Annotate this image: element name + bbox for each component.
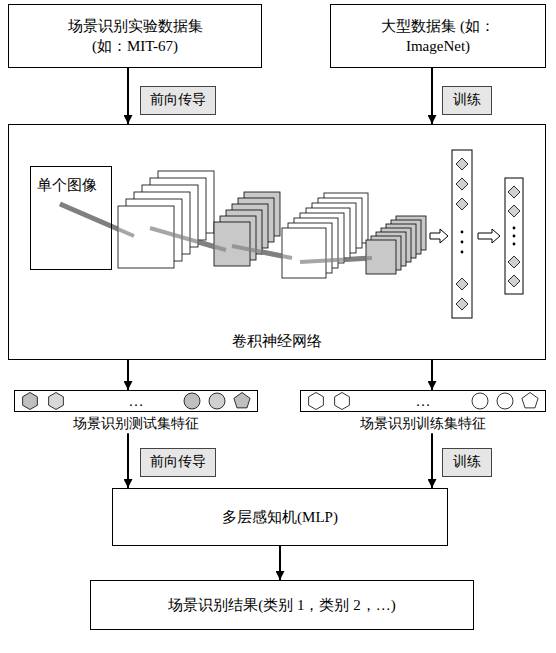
arrow-connector xyxy=(431,360,433,390)
image-box: 单个图像 xyxy=(30,166,112,270)
text-group: 大型数据集 (如：ImageNet) xyxy=(377,16,499,57)
arrow-connector xyxy=(431,433,433,488)
feature-map xyxy=(118,206,174,268)
text-group: 前向传导 xyxy=(150,91,206,110)
vector-dot xyxy=(461,241,464,244)
flow-stroke xyxy=(300,258,372,262)
process-box: 多层感知机(MLP) xyxy=(112,488,448,546)
vector-unit xyxy=(456,198,468,210)
vector-dot xyxy=(513,235,516,238)
text-group: 卷积神经网络 xyxy=(232,331,322,351)
hollow-arrow xyxy=(478,229,500,243)
feature-map-stack xyxy=(366,216,426,274)
network-box: 卷积神经网络 单个图像 xyxy=(8,124,546,360)
feature-map-stack xyxy=(118,171,214,268)
feature-unit xyxy=(472,393,488,409)
vector-unit xyxy=(508,186,520,198)
process-box: 大型数据集 (如：ImageNet) xyxy=(330,4,546,68)
step-tag: 训练 xyxy=(442,448,492,477)
vector-unit xyxy=(456,158,468,170)
feature-unit xyxy=(335,393,350,410)
step-tag: 训练 xyxy=(442,86,492,115)
vector-dot xyxy=(513,243,516,246)
feature-unit xyxy=(234,393,250,408)
process-box: 场景识别实验数据集 (如：MIT-67) xyxy=(8,4,262,68)
node-text: 大型数据集 (如：ImageNet) xyxy=(377,16,499,57)
feature-bar: … 场景识别测试集特征 xyxy=(14,390,258,433)
arrow-connector xyxy=(127,68,129,124)
text-group: 多层感知机(MLP) xyxy=(222,507,338,527)
feature-unit xyxy=(522,393,538,408)
feature-unit xyxy=(209,393,225,409)
vector-unit xyxy=(456,298,468,310)
feature-map xyxy=(282,228,326,278)
vector-dot xyxy=(461,251,464,254)
process-box: 场景识别结果(类别 1，类别 2，…) xyxy=(90,580,474,630)
feature-bar: … 场景识别训练集特征 xyxy=(300,390,546,433)
feature-strip: … xyxy=(300,390,546,412)
feature-unit xyxy=(497,393,513,409)
feature-unit xyxy=(49,393,64,410)
arrow-connector xyxy=(279,546,281,580)
node-text: 单个图像 xyxy=(37,175,97,195)
feature-label: 场景识别训练集特征 xyxy=(360,415,486,433)
feature-unit xyxy=(309,393,324,410)
flow-stroke xyxy=(60,204,134,236)
text-group: 场景识别结果(类别 1，类别 2，…) xyxy=(168,595,396,615)
vector-column xyxy=(505,178,523,294)
arrow-connector xyxy=(127,360,129,390)
feature-unit xyxy=(184,393,200,409)
hollow-arrow xyxy=(430,229,448,243)
node-text: 训练 xyxy=(453,453,481,472)
vector-unit xyxy=(508,205,520,217)
node-text: 场景识别结果(类别 1，类别 2，…) xyxy=(168,595,396,615)
vector-frame xyxy=(452,150,472,318)
arrow-connector xyxy=(431,68,433,124)
vector-unit xyxy=(456,178,468,190)
node-text: 前向传导 xyxy=(150,453,206,472)
arrow-connector xyxy=(127,433,129,488)
node-text: 卷积神经网络 xyxy=(232,331,322,351)
feature-unit xyxy=(23,393,38,410)
ellipsis: … xyxy=(416,391,431,411)
feature-strip: … xyxy=(14,390,258,412)
text-group: 训练 xyxy=(453,91,481,110)
ellipsis: … xyxy=(129,391,144,411)
step-tag: 前向传导 xyxy=(140,448,216,477)
node-text: 多层感知机(MLP) xyxy=(222,507,338,527)
flow-stroke xyxy=(232,246,292,258)
vector-dot xyxy=(513,227,516,230)
text-group: 训练 xyxy=(453,453,481,472)
vector-dot xyxy=(461,231,464,234)
feature-map xyxy=(214,222,250,266)
vector-column xyxy=(452,150,472,318)
text-group: 前向传导 xyxy=(150,453,206,472)
vector-unit xyxy=(508,256,520,268)
node-text: 场景识别实验数据集 (如：MIT-67) xyxy=(60,16,210,57)
vector-frame xyxy=(505,178,523,294)
text-group: 场景识别实验数据集 (如：MIT-67) xyxy=(60,16,210,57)
vector-unit xyxy=(508,275,520,287)
feature-shapes xyxy=(23,393,538,410)
node-text: 前向传导 xyxy=(150,91,206,110)
node-text: 训练 xyxy=(453,91,481,110)
feature-map-stack xyxy=(282,193,368,278)
text-group: 单个图像 xyxy=(37,175,97,195)
feature-label: 场景识别测试集特征 xyxy=(73,415,199,433)
vector-unit xyxy=(456,278,468,290)
flow-stroke xyxy=(150,228,226,250)
step-tag: 前向传导 xyxy=(140,86,216,115)
